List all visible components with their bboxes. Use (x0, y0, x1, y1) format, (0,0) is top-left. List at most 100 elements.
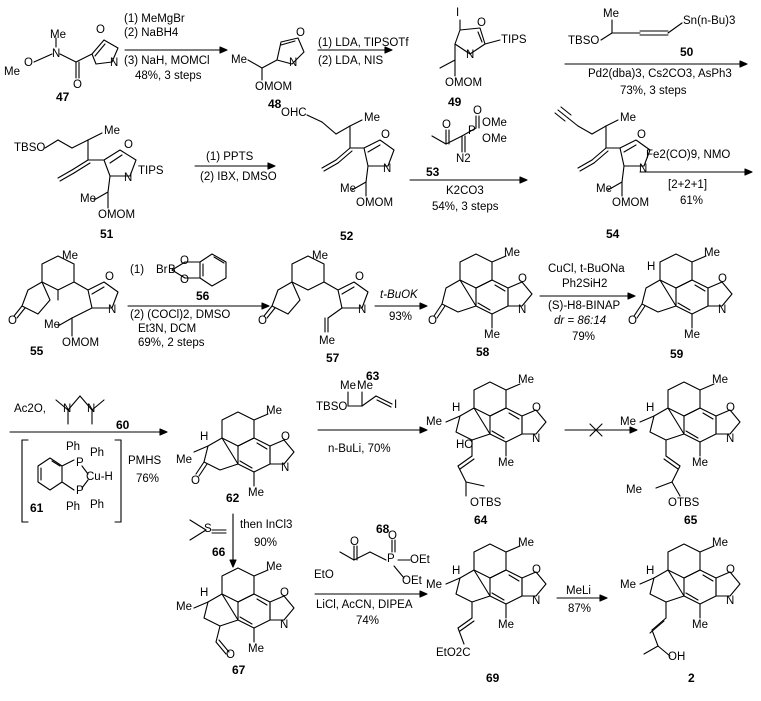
atom-label: Me (231, 54, 247, 66)
atom-label: H (452, 565, 461, 577)
atom-label: Me (312, 250, 328, 262)
compound-number: 60 (116, 418, 130, 432)
atom-label: OMe (482, 133, 507, 145)
atom-label: S (204, 523, 212, 535)
atom-label: O (296, 27, 305, 39)
atom-label: O (628, 315, 637, 327)
step-condition: (1) PPTS (206, 151, 254, 163)
atom-label: Me (620, 112, 636, 124)
atom-label: Me (357, 380, 373, 392)
atom-label: OMOM (62, 337, 100, 349)
atom-label: Br (156, 264, 168, 276)
structure-54 (554, 106, 651, 197)
structure-67 (193, 567, 295, 655)
structure-64 (445, 381, 547, 497)
atom-label: OMOM (612, 197, 650, 209)
atom-label: OTBS (470, 497, 502, 509)
atom-label: OEt (410, 554, 430, 566)
atom-label: O (105, 271, 114, 283)
structure-69 (445, 543, 547, 645)
step-condition: (1) MeMgBr (124, 13, 185, 25)
atom-label: Sn(n-Bu)3 (683, 15, 736, 27)
atom-label: O (428, 315, 437, 327)
step-condition: (3) NaH, MOMCl (124, 55, 210, 67)
compound-number: 54 (606, 227, 620, 241)
step-yield: 54%, 3 steps (432, 201, 499, 213)
step-yield: 87% (568, 603, 592, 615)
atom-label: O (73, 79, 82, 91)
structure-49 (439, 19, 501, 77)
atom-label: O (258, 315, 267, 327)
atom-label: O (726, 564, 735, 576)
structure-56 (171, 253, 227, 287)
step-condition: Pd2(dba)3, Cs2CO3, AsPh3 (588, 68, 732, 80)
atom-label: Me (518, 537, 534, 549)
atom-label: O (473, 105, 482, 117)
atom-label: OH (668, 651, 686, 663)
structure-55 (13, 255, 119, 337)
atom-label: O (532, 402, 541, 414)
step-condition: n-BuLi, 70% (328, 443, 391, 455)
atom-label: Me (248, 643, 264, 655)
atom-label: O (388, 530, 397, 542)
compound-number: 2 (688, 671, 695, 685)
step-condition: dr = 86:14 (554, 315, 607, 327)
compound-number: 61 (30, 501, 44, 515)
atom-label: O (180, 255, 189, 267)
atom-label: N (358, 304, 367, 316)
step-condition: (1) LDA, TIPSOTf (318, 37, 409, 49)
step-condition: Fe2(CO)9, NMO (646, 149, 731, 161)
step-condition: LiCl, AcCN, DIPEA (316, 599, 413, 611)
step-condition: t-BuOK (380, 289, 418, 301)
structure-68 (339, 539, 411, 579)
atom-label: OMOM (255, 81, 293, 93)
structure-48 (247, 37, 305, 81)
atom-label: OMOM (98, 209, 136, 221)
step-yield: 76% (136, 473, 160, 485)
step-condition: (2) NaBH4 (124, 27, 179, 39)
compound-number: 55 (30, 344, 44, 358)
atom-label: Ph (90, 499, 105, 511)
atom-label: Me (620, 416, 636, 428)
atom-label: Me (692, 457, 708, 469)
atom-label: O (24, 57, 33, 69)
compound-number: 59 (670, 347, 684, 361)
atom-label: Me (80, 193, 96, 205)
atom-label: N (281, 462, 290, 474)
step-condition: MeLi (566, 585, 591, 597)
atom-label: B (168, 264, 176, 276)
atom-label: Me (426, 416, 442, 428)
atom-label: Me (62, 250, 78, 262)
atom-label: N (518, 304, 527, 316)
step-condition: K2CO3 (446, 185, 484, 197)
atom-label: H (452, 402, 461, 414)
atom-label: Me (504, 247, 520, 259)
atom-label: OEt (402, 575, 422, 587)
atom-label: Me (266, 561, 282, 573)
step-yield: 73%, 3 steps (620, 85, 687, 97)
compound-number: 62 (226, 491, 240, 505)
atom-label: TBSO (14, 142, 46, 154)
step-condition: (1) (130, 264, 145, 276)
atom-label: O (180, 274, 189, 286)
atom-label: O (718, 273, 727, 285)
atom-label: Me (712, 537, 728, 549)
atom-label: O (280, 587, 289, 599)
atom-label: O (726, 402, 735, 414)
step-condition: Et3N, DCM (138, 323, 197, 335)
compound-number: 57 (326, 351, 340, 365)
step-condition: [2+2+1] (668, 179, 708, 191)
step-yield: 69%, 2 steps (138, 337, 205, 349)
atom-label: Me (364, 112, 380, 124)
compound-number: 58 (476, 345, 490, 359)
atom-label: Ph (90, 447, 105, 459)
step-condition: (2) IBX, DMSO (200, 171, 277, 183)
atom-label: O (381, 129, 390, 141)
compound-number: 68 (376, 522, 390, 536)
atom-label: Me (484, 329, 500, 341)
atom-label: O (350, 536, 359, 548)
step-condition: (2) (COCl)2, DMSO (130, 309, 231, 321)
structure-63 (347, 391, 393, 408)
compound-number: 64 (474, 513, 488, 527)
structure-51 (44, 132, 137, 209)
